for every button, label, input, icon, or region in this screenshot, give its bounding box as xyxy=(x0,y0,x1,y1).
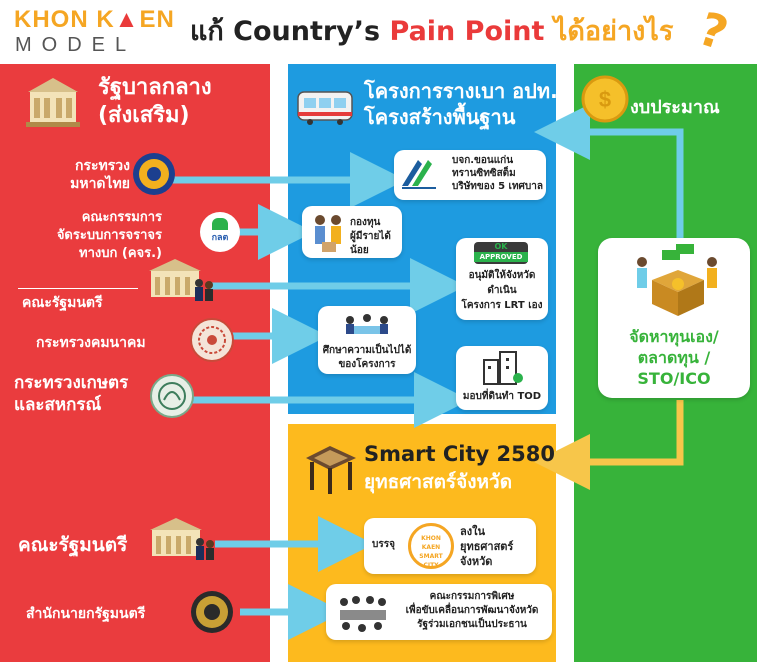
government-building-icon xyxy=(26,78,80,127)
svg-text:$: $ xyxy=(599,87,611,112)
light-rail-heading: โครงการรางเบา อปท. โครงสร้างพื้นฐาน xyxy=(364,79,558,129)
cabinet-divider xyxy=(18,288,138,289)
arrow-funding-to-rail xyxy=(534,104,684,250)
company-box: บจก.ขอนแก่น ทรานซิทซิสต็ม บริษัทของ 5 เท… xyxy=(394,150,546,200)
tram-icon xyxy=(297,91,353,125)
coin-icon: $ xyxy=(581,75,629,123)
traffic-committee-label: คณะกรรมการ จัดระบบการจราจร ทางบก (คจร.) xyxy=(56,210,162,261)
tod-land-box: มอบที่ดินทำ TOD xyxy=(456,346,548,410)
central-government-column xyxy=(0,64,270,662)
khonkaen-logo-bottom: MODEL xyxy=(15,34,137,56)
pm-office-label: สำนักนายกรัฐมนตรี xyxy=(26,606,146,622)
transport-seal-icon xyxy=(190,318,234,362)
ministry-agriculture-label: กระทรวงเกษตร และสหกรณ์ xyxy=(14,373,129,415)
committee-meeting-icon xyxy=(340,596,386,632)
meeting-people-icon xyxy=(346,314,388,334)
pm-office-seal-icon xyxy=(191,591,233,633)
self-funding-box: จัดหาทุนเอง/ ตลาดทุน / STO/ICO xyxy=(598,238,750,398)
sec-logo-icon: กลต xyxy=(200,212,240,252)
arrow-funding-to-smartcity xyxy=(534,400,684,490)
feasibility-study-box: ศึกษาความเป็นไปได้ ของโครงการ xyxy=(318,306,416,374)
cabinet-label-1: คณะรัฐมนตรี xyxy=(22,295,103,311)
approval-box: OK APPROVED อนุมัติให้จังหวัด ดำเนิน โคร… xyxy=(456,238,548,320)
cabinet-building-icon-1 xyxy=(149,259,213,301)
ministry-transport-label: กระทรวงคมนาคม xyxy=(36,335,146,351)
investment-money-icon xyxy=(637,244,717,316)
cabinet-building-icon-2 xyxy=(150,518,214,560)
ministry-interior-label: กระทรวง มหาดไทย xyxy=(70,158,130,192)
company-logo-icon xyxy=(402,160,436,189)
header-bar xyxy=(0,0,757,64)
central-government-heading: รัฐบาลกลาง (ส่งเสริม) xyxy=(98,75,212,128)
smart-city-heading: Smart City 2580 ยุทธศาสตร์จังหวัด xyxy=(364,442,555,493)
budget-heading: งบประมาณ xyxy=(630,97,720,118)
approved-stamp-icon: OK APPROVED xyxy=(474,242,528,264)
strategy-box: บรรจุ KHON KAEN SMART CITY ลงใน ยุทธศาสต… xyxy=(364,518,536,574)
ministry-seal-icon xyxy=(133,153,175,195)
smart-city-logo-icon: KHON KAEN SMART CITY xyxy=(408,523,454,569)
self-funding-text: จัดหาทุนเอง/ ตลาดทุน / STO/ICO xyxy=(629,327,719,388)
khonkaen-logo-top: KHON K▲EN xyxy=(14,6,175,33)
table-icon xyxy=(306,446,356,494)
agriculture-seal-icon xyxy=(150,374,194,418)
fund-people-icon xyxy=(315,215,341,252)
special-committee-box: คณะกรรมการพิเศษ เพื่อขับเคลื่อนการพัฒนาจ… xyxy=(326,584,552,640)
page-title: แก้ Country’s Pain Point ได้อย่างไร xyxy=(190,16,674,47)
cabinet-label-2: คณะรัฐมนตรี xyxy=(18,534,128,556)
low-income-fund-box: กองทุน ผู้มีรายได้น้อย xyxy=(302,206,402,258)
city-building-icon xyxy=(483,351,523,385)
